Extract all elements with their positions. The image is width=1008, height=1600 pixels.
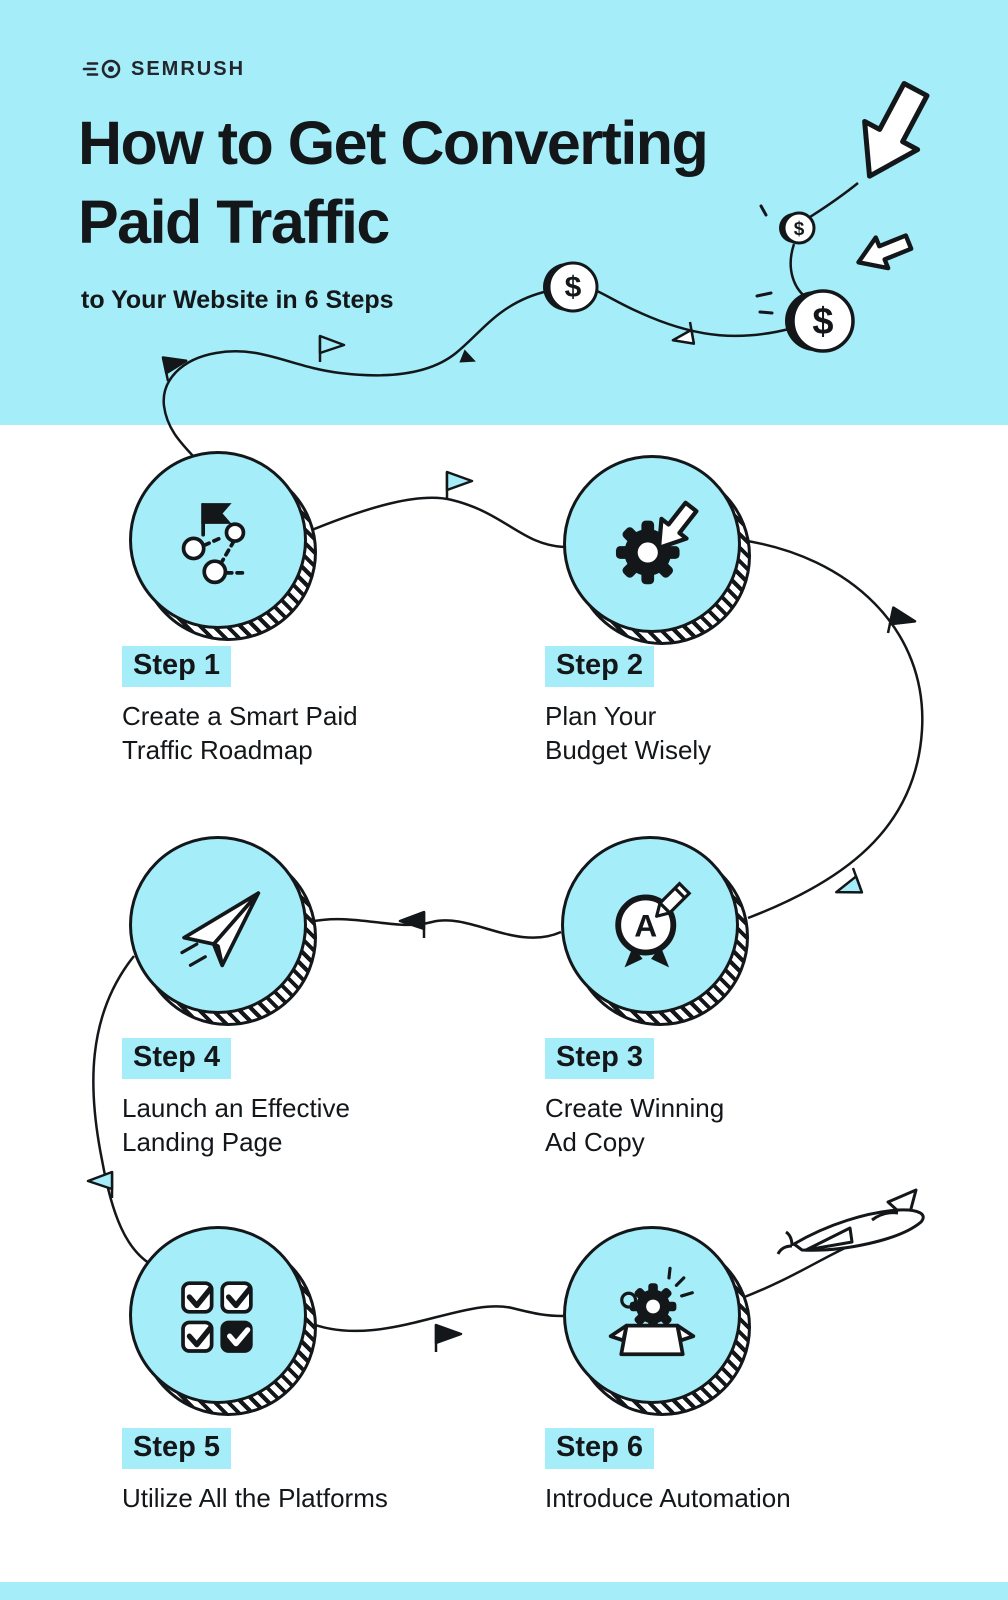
step-5-title: Utilize All the Platforms bbox=[122, 1483, 388, 1513]
circle-face bbox=[129, 451, 307, 629]
step-2-title: Plan Your Budget Wisely bbox=[545, 701, 712, 765]
gear-icon bbox=[615, 520, 680, 585]
ad-copy-badge-icon: A bbox=[615, 881, 692, 968]
page-subtitle: to Your Website in 6 Steps bbox=[81, 286, 394, 314]
open-box-icon bbox=[608, 1323, 696, 1357]
circle-face: A bbox=[561, 836, 739, 1014]
step-3-block: Step 3 Create Winning Ad Copy bbox=[545, 1038, 724, 1160]
semrush-logo-icon bbox=[82, 59, 121, 79]
step-2-label: Step 2 bbox=[545, 646, 655, 687]
step-2-block: Step 2 Plan Your Budget Wisely bbox=[545, 646, 711, 768]
circle-face bbox=[563, 1226, 741, 1404]
circle-face bbox=[129, 836, 307, 1014]
step-2-circle bbox=[563, 455, 751, 645]
circle-face bbox=[563, 455, 741, 633]
pennant-flag-icon bbox=[434, 1323, 463, 1352]
step-1-block: Step 1 Create a Smart Paid Traffic Roadm… bbox=[122, 646, 358, 768]
step-5-block: Step 5 Utilize All the Platforms bbox=[122, 1428, 388, 1516]
pennant-flag-icon bbox=[86, 1170, 114, 1198]
step-4-circle bbox=[129, 836, 317, 1026]
checklist-icon bbox=[181, 1281, 253, 1353]
pencil-icon bbox=[655, 881, 692, 918]
ad-letter: A bbox=[634, 908, 657, 944]
step-1-circle bbox=[129, 451, 317, 641]
step-6-label: Step 6 bbox=[545, 1428, 655, 1469]
step-3-title: Create Winning Ad Copy bbox=[545, 1093, 725, 1157]
roadmap-icon bbox=[181, 503, 247, 585]
pennant-flag-icon bbox=[886, 606, 917, 634]
step-1-label: Step 1 bbox=[122, 646, 232, 687]
gear-icon bbox=[629, 1283, 677, 1330]
small-gear-icon bbox=[620, 1291, 638, 1309]
step-4-block: Step 4 Launch an Effective Landing Page bbox=[122, 1038, 350, 1160]
semrush-logo: SEMRUSH bbox=[82, 57, 245, 81]
footer-accent-bar bbox=[0, 1582, 1008, 1600]
logo-text: SEMRUSH bbox=[131, 57, 246, 80]
airplane-icon bbox=[776, 1188, 925, 1255]
circle-face bbox=[129, 1226, 307, 1404]
budget-gear-icon bbox=[615, 500, 699, 585]
step-6-title: Introduce Automation bbox=[545, 1483, 791, 1513]
paper-plane-icon bbox=[180, 891, 261, 968]
step-3-circle: A bbox=[561, 836, 749, 1026]
automation-box-icon bbox=[608, 1266, 696, 1357]
cursor-arrow-icon bbox=[656, 500, 699, 551]
step-6-circle bbox=[563, 1226, 751, 1416]
step-4-label: Step 4 bbox=[122, 1038, 232, 1079]
page-title: How to Get Converting Paid Traffic bbox=[78, 109, 709, 257]
step-1-title: Create a Smart Paid Traffic Roadmap bbox=[122, 701, 358, 765]
step-4-title: Launch an Effective Landing Page bbox=[122, 1093, 350, 1157]
pennant-flag-icon bbox=[398, 910, 426, 938]
pennant-flag-icon bbox=[445, 470, 474, 499]
step-5-circle bbox=[129, 1226, 317, 1416]
step-3-label: Step 3 bbox=[545, 1038, 655, 1079]
step-6-block: Step 6 Introduce Automation bbox=[545, 1428, 791, 1516]
step-5-label: Step 5 bbox=[122, 1428, 232, 1469]
pennant-flag-icon bbox=[835, 867, 864, 894]
